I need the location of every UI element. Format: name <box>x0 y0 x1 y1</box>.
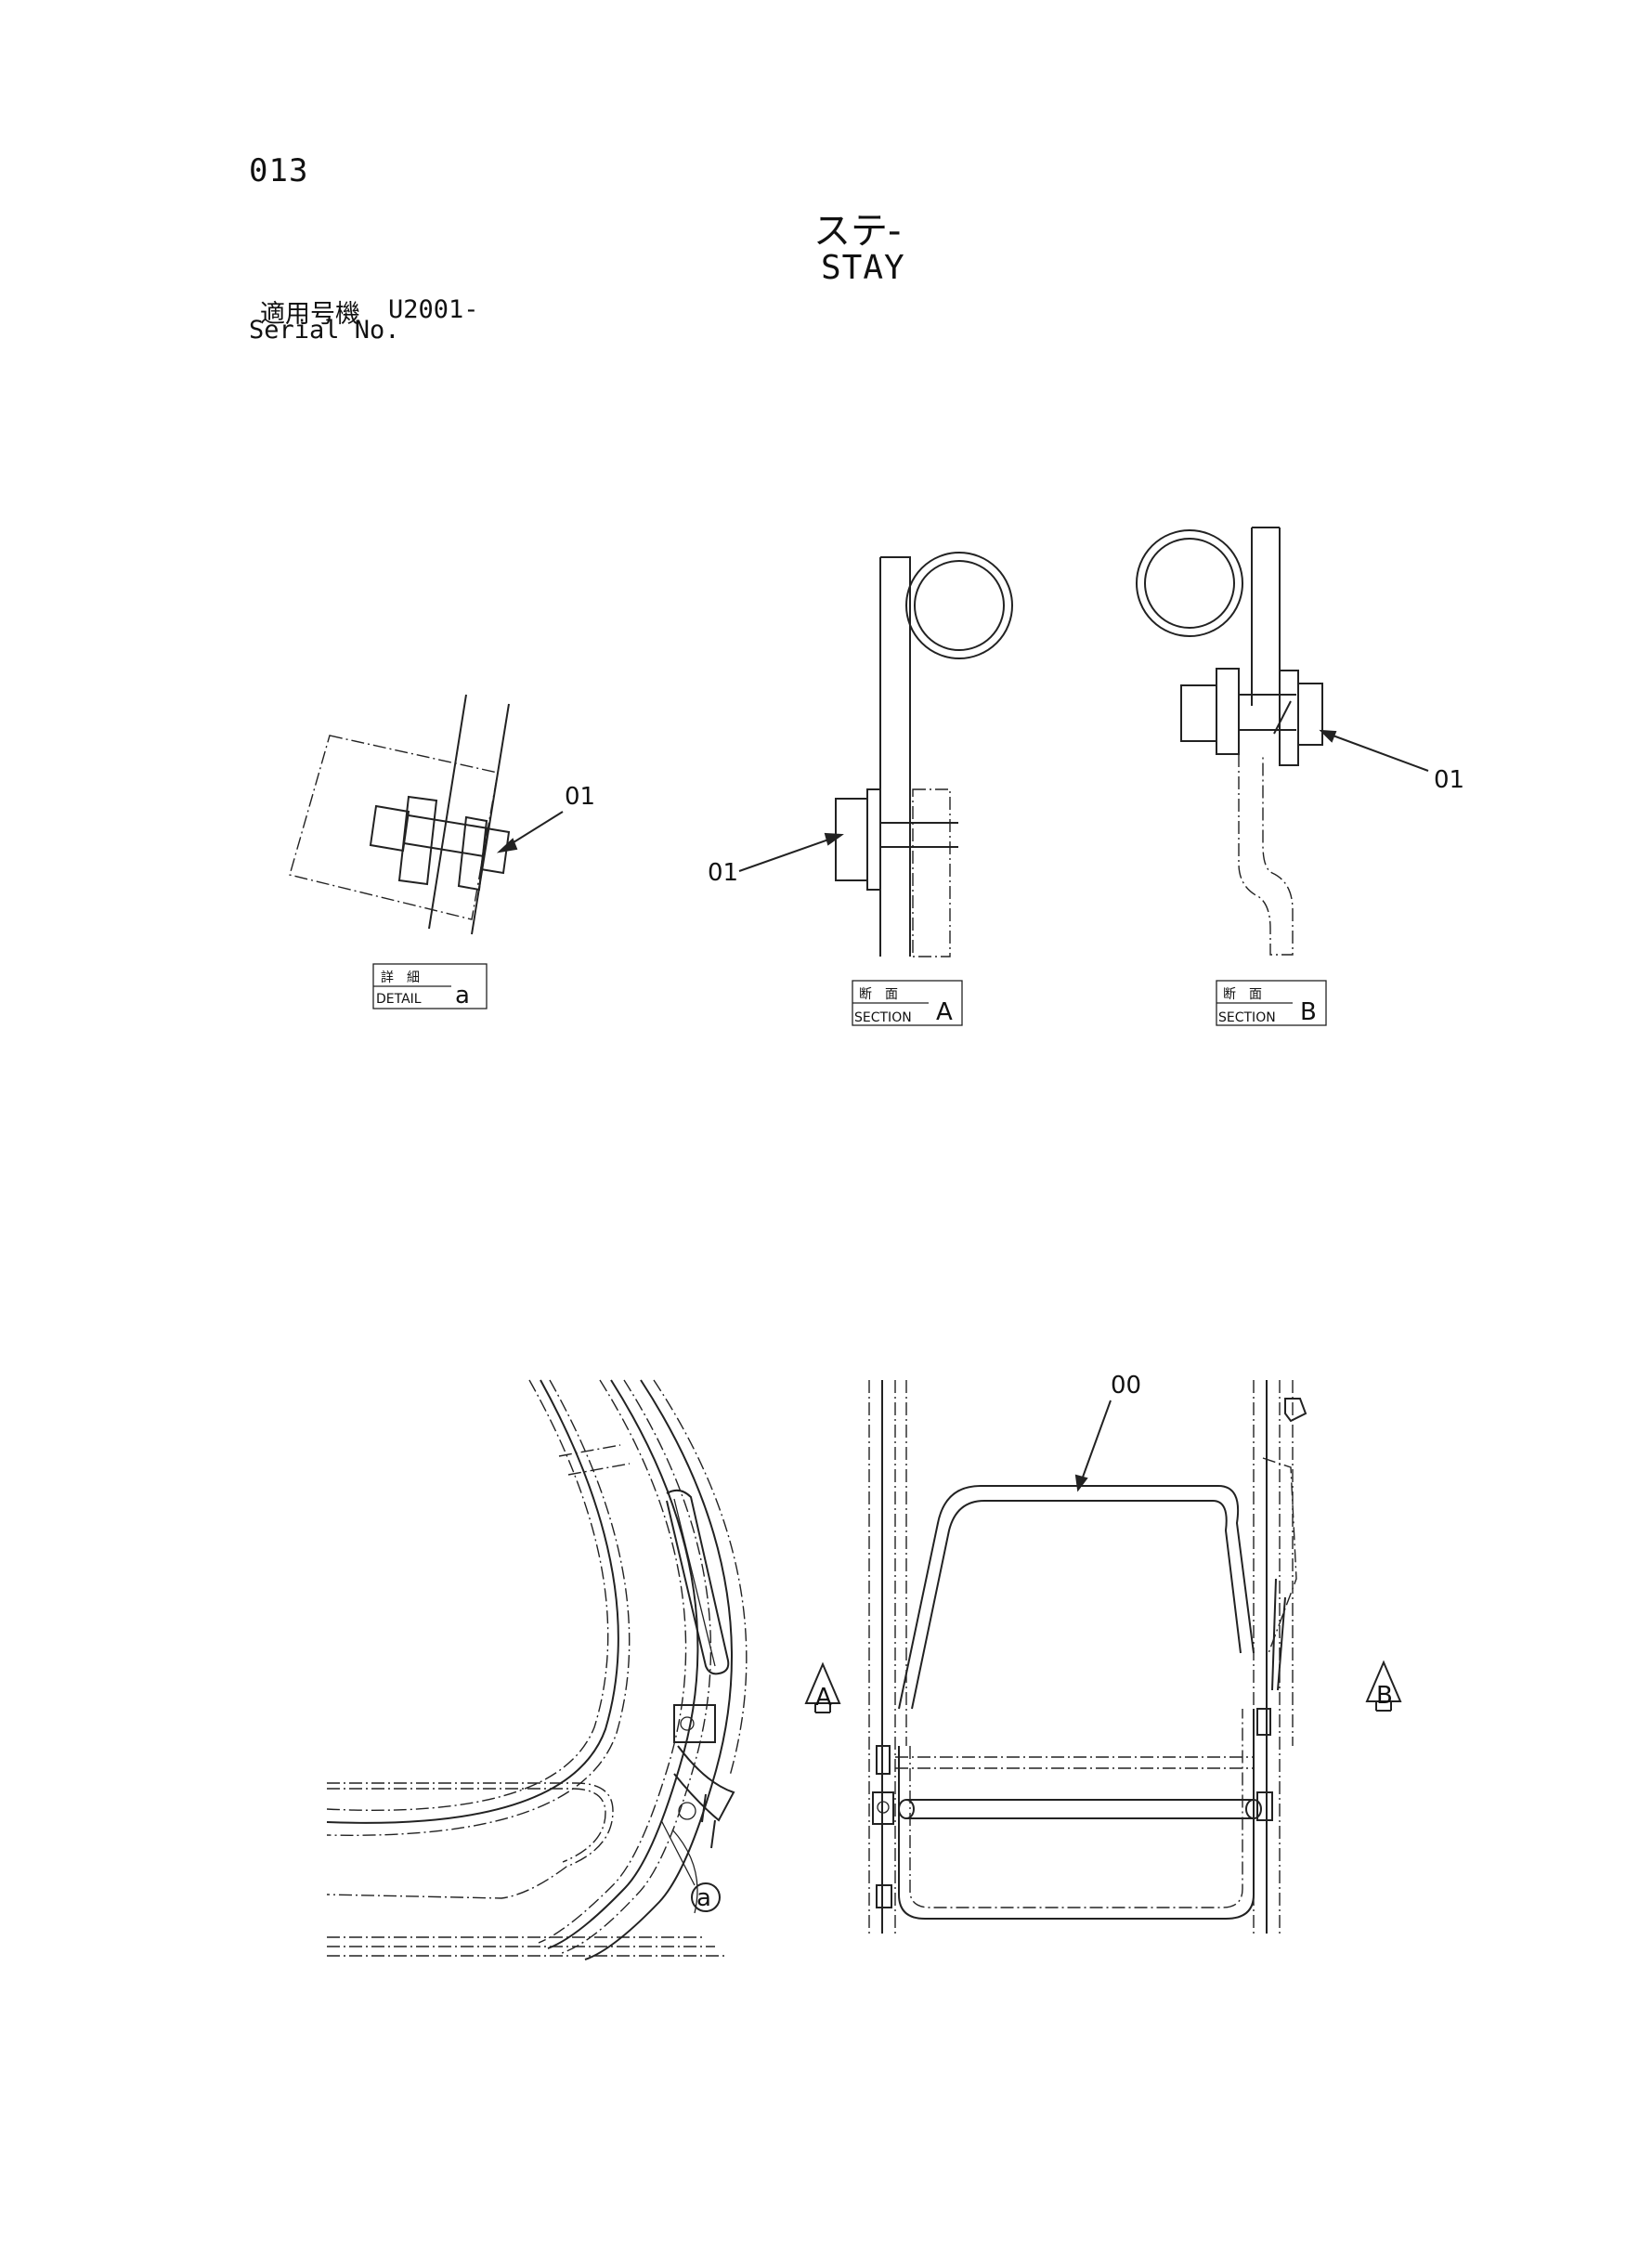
detail-a-label: DETAIL <box>376 992 422 1007</box>
detail-a-callout-01: 01 <box>565 783 595 811</box>
section-a-marker-letter: A <box>815 1684 832 1712</box>
cab-side-view: a <box>326 1379 748 1960</box>
section-b-label-japanese: 断 面 <box>1223 987 1262 1002</box>
section-a-letter: A <box>936 998 953 1026</box>
stay-front-view: 00 <box>868 1372 1307 1934</box>
serial-value: U2001- <box>388 295 479 324</box>
section-b-marker: B <box>1365 1660 1402 1712</box>
section-b-view: 01 断 面 SECTION B <box>1136 527 1464 1026</box>
page-title-japanese: ステ- <box>813 210 902 253</box>
page-number: 013 <box>249 152 309 189</box>
page-title: STAY <box>821 249 905 287</box>
section-a-callout-01: 01 <box>708 859 738 887</box>
section-a-view: 01 断 面 SECTION A <box>708 552 1013 1026</box>
serial-label: Serial No. <box>249 316 400 345</box>
section-b-marker-letter: B <box>1376 1682 1393 1710</box>
section-b-label: SECTION <box>1218 1010 1276 1025</box>
section-b-callout-01: 01 <box>1434 766 1464 794</box>
detail-a-letter: a <box>455 982 470 1009</box>
stay-callout-00: 00 <box>1111 1372 1141 1400</box>
section-a-label-japanese: 断 面 <box>859 987 898 1002</box>
detail-a-marker: a <box>696 1884 711 1912</box>
section-a-label: SECTION <box>854 1010 912 1025</box>
section-b-letter: B <box>1300 998 1317 1026</box>
detail-a-label-japanese: 詳 細 <box>381 970 420 985</box>
serial-label-japanese: 適用号機 <box>260 300 360 329</box>
detail-a-view: 01 詳 細 DETAIL a <box>289 694 595 1009</box>
section-a-marker: A <box>804 1661 841 1713</box>
